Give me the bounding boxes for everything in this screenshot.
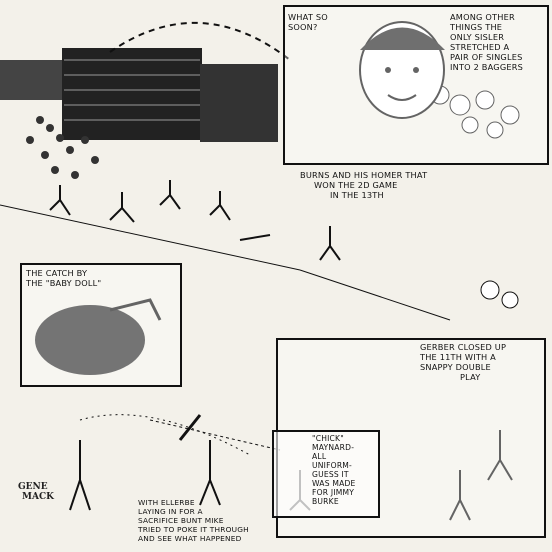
caption-gerber: GERBER CLOSED UP THE 11TH WITH A SNAPPY …	[420, 342, 507, 382]
running-players	[49, 180, 341, 261]
caption-sisler: AMONG OTHER THINGS THE ONLY SISLER STRET…	[450, 12, 524, 72]
sisler-portrait	[359, 21, 445, 119]
caption-ellerbe: WITH ELLERBE LAYING IN FOR A SACRIFICE B…	[138, 498, 249, 543]
catch-panel	[20, 263, 182, 387]
caption-catch: THE CATCH BY THE "BABY DOLL"	[26, 268, 102, 288]
ball-trajectory	[109, 21, 291, 61]
crowd	[26, 116, 99, 179]
artist-signature: GENE MACK	[18, 482, 54, 502]
catch-figure	[35, 298, 162, 375]
caption-what-so-soon: WHAT SO SOON?	[288, 12, 328, 32]
caption-burns: BURNS AND HIS HOMER THAT WON THE 2d GAME…	[300, 170, 428, 200]
bat	[178, 414, 202, 441]
stadium-building	[0, 48, 278, 142]
caption-maynard: "CHICK" MAYNARD- ALL UNIFORM- GUESS IT W…	[312, 434, 356, 506]
maynard-panel	[272, 430, 380, 518]
sisler-panel	[283, 5, 549, 165]
